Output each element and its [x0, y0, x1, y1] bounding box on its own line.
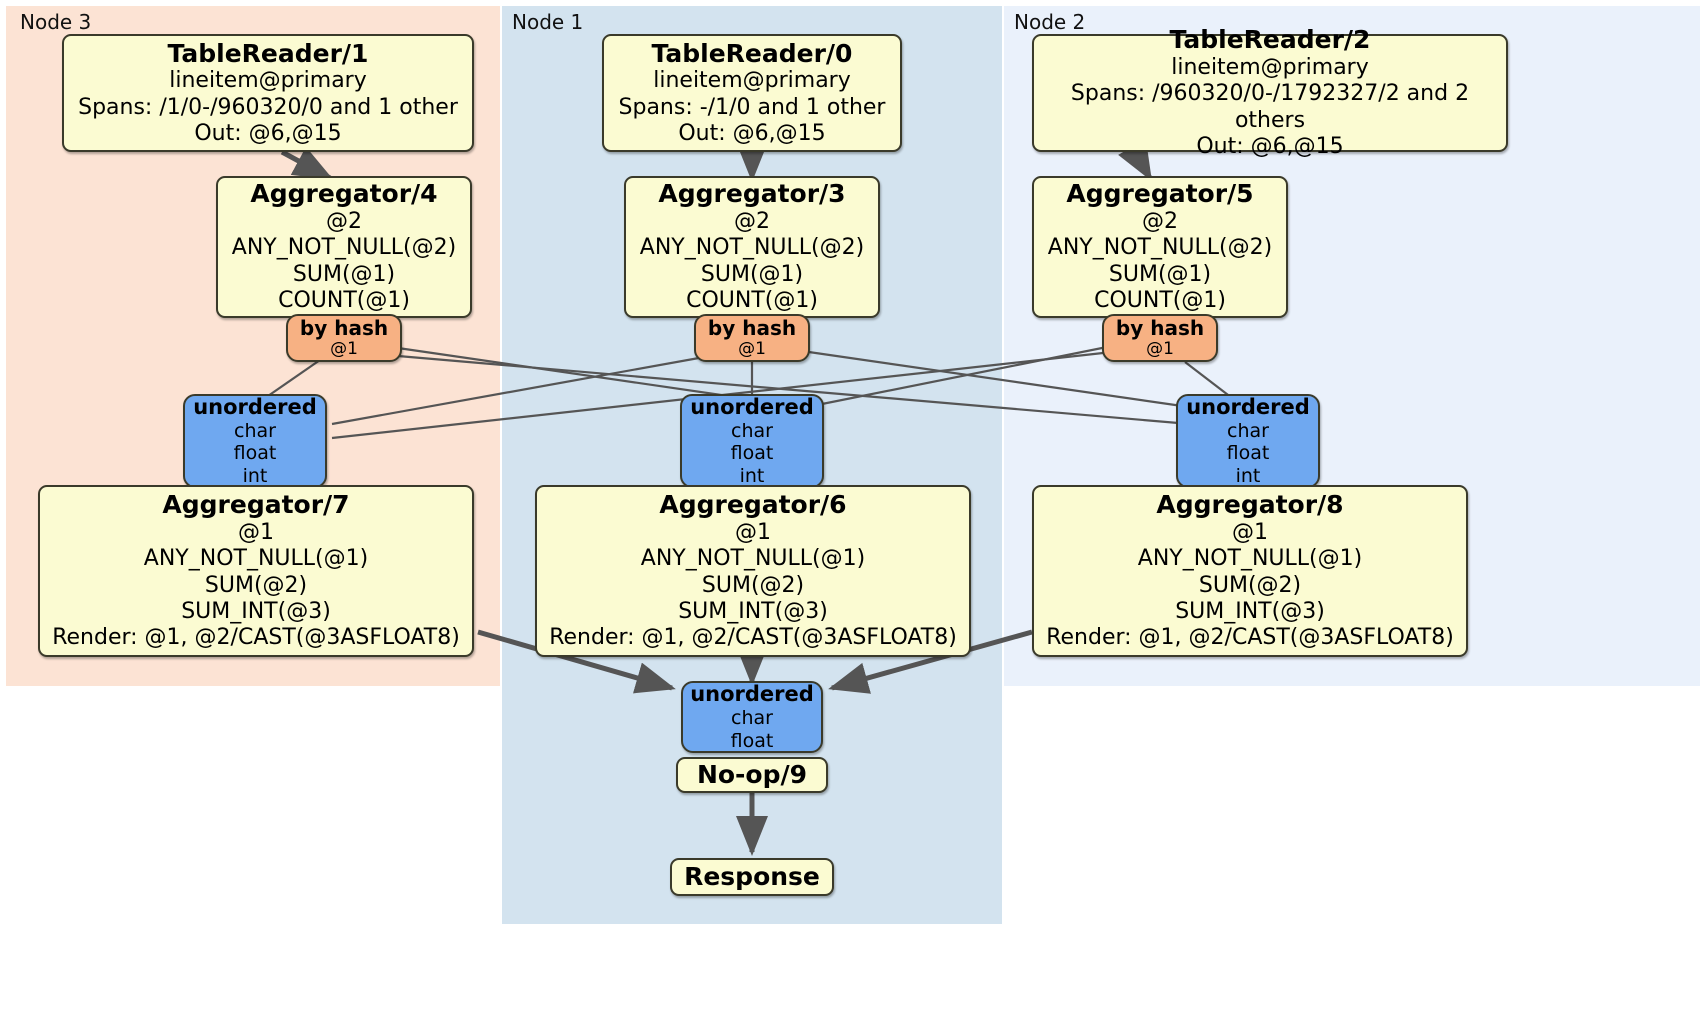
node-title: Aggregator/6 — [659, 490, 847, 520]
node-line: Spans: /1/0-/960320/0 and 1 other — [78, 94, 458, 120]
synchronizer-line: int — [242, 464, 268, 487]
node-no-op-9[interactable]: No-op/9 — [676, 757, 828, 793]
node-aggregator-3[interactable]: Aggregator/3 @2 ANY_NOT_NULL(@2) SUM(@1)… — [624, 176, 880, 318]
synchronizer-line: char — [234, 419, 276, 442]
node-line: lineitem@primary — [1171, 54, 1369, 80]
synchronizer-line: int — [739, 464, 765, 487]
node-line: lineitem@primary — [653, 68, 851, 94]
node-title: TableReader/0 — [651, 38, 853, 68]
node-line: SUM_INT(@3) — [1175, 598, 1325, 624]
node-line: Render: @1, @2/CAST(@3ASFLOAT8) — [52, 625, 460, 651]
cluster-node-1-label: Node 1 — [512, 10, 584, 34]
node-line: ANY_NOT_NULL(@1) — [640, 546, 866, 572]
router-title: by hash — [299, 315, 389, 340]
node-line: ANY_NOT_NULL(@1) — [1137, 546, 1363, 572]
synchronizer-title: unordered — [193, 394, 317, 419]
node-line: ANY_NOT_NULL(@2) — [1047, 235, 1273, 261]
node-line: COUNT(@1) — [1094, 288, 1226, 314]
node-title: TableReader/2 — [1169, 25, 1371, 55]
node-aggregator-7[interactable]: Aggregator/7 @1 ANY_NOT_NULL(@1) SUM(@2)… — [38, 485, 474, 657]
node-tablereader-2[interactable]: TableReader/2 lineitem@primary Spans: /9… — [1032, 25, 1508, 159]
node-line: @2 — [326, 208, 362, 234]
synchronizer-line: float — [233, 442, 277, 465]
node-title: Aggregator/8 — [1156, 490, 1344, 520]
node-line: SUM(@1) — [700, 261, 804, 287]
router-by-hash-left[interactable]: by hash @1 — [286, 314, 402, 362]
node-tablereader-1[interactable]: TableReader/1 lineitem@primary Spans: /1… — [62, 34, 474, 152]
node-line: Out: @6,@15 — [194, 120, 342, 146]
router-line: @1 — [738, 338, 766, 359]
synchronizer-line: float — [730, 729, 774, 752]
node-line: Out: @6,@15 — [678, 120, 826, 146]
synchronizer-line: float — [1226, 442, 1270, 465]
node-line: SUM(@1) — [1108, 261, 1212, 287]
synchronizer-unordered-left[interactable]: unordered char float int — [183, 394, 327, 488]
node-line: lineitem@primary — [169, 68, 367, 94]
node-response[interactable]: Response — [670, 858, 834, 896]
router-by-hash-center[interactable]: by hash @1 — [694, 314, 810, 362]
node-title: TableReader/1 — [167, 38, 369, 68]
node-line: SUM(@1) — [292, 261, 396, 287]
synchronizer-title: unordered — [690, 682, 814, 706]
node-line: SUM_INT(@3) — [181, 598, 331, 624]
synchronizer-title: unordered — [1186, 394, 1310, 419]
node-line: ANY_NOT_NULL(@2) — [231, 235, 457, 261]
synchronizer-unordered-right[interactable]: unordered char float int — [1176, 394, 1320, 488]
cluster-node-3-label: Node 3 — [20, 10, 92, 34]
node-line: @2 — [734, 208, 770, 234]
node-line: ANY_NOT_NULL(@2) — [639, 235, 865, 261]
node-line: Render: @1, @2/CAST(@3ASFLOAT8) — [1046, 625, 1454, 651]
synchronizer-line: char — [1227, 419, 1269, 442]
node-line: @2 — [1142, 208, 1178, 234]
node-aggregator-8[interactable]: Aggregator/8 @1 ANY_NOT_NULL(@1) SUM(@2)… — [1032, 485, 1468, 657]
cluster-node-2-label: Node 2 — [1014, 10, 1086, 34]
synchronizer-line: int — [1235, 464, 1261, 487]
node-line: SUM(@2) — [1198, 572, 1302, 598]
node-line: @1 — [735, 519, 771, 545]
router-line: @1 — [1146, 338, 1174, 359]
node-line: Spans: /960320/0-/1792327/2 and 2 others — [1070, 81, 1470, 133]
node-line: @1 — [1232, 519, 1268, 545]
synchronizer-unordered-final[interactable]: unordered char float — [681, 681, 823, 753]
node-title: Aggregator/4 — [250, 179, 438, 209]
node-line: COUNT(@1) — [278, 288, 410, 314]
node-line: ANY_NOT_NULL(@1) — [143, 546, 369, 572]
router-by-hash-right[interactable]: by hash @1 — [1102, 314, 1218, 362]
node-aggregator-5[interactable]: Aggregator/5 @2 ANY_NOT_NULL(@2) SUM(@1)… — [1032, 176, 1288, 318]
node-title: Aggregator/5 — [1066, 179, 1254, 209]
node-title: Aggregator/3 — [658, 179, 846, 209]
synchronizer-line: char — [731, 707, 773, 730]
synchronizer-line: char — [731, 419, 773, 442]
synchronizer-unordered-center[interactable]: unordered char float int — [680, 394, 824, 488]
node-title: No-op/9 — [696, 760, 808, 790]
node-line: COUNT(@1) — [686, 288, 818, 314]
synchronizer-title: unordered — [690, 394, 814, 419]
node-line: @1 — [238, 519, 274, 545]
node-line: SUM_INT(@3) — [678, 598, 828, 624]
node-line: SUM(@2) — [204, 572, 308, 598]
node-line: Out: @6,@15 — [1196, 134, 1344, 160]
node-title: Aggregator/7 — [162, 490, 350, 520]
router-title: by hash — [707, 315, 797, 340]
node-line: Spans: -/1/0 and 1 other — [618, 94, 886, 120]
synchronizer-line: float — [730, 442, 774, 465]
router-line: @1 — [330, 338, 358, 359]
node-tablereader-0[interactable]: TableReader/0 lineitem@primary Spans: -/… — [602, 34, 902, 152]
node-aggregator-4[interactable]: Aggregator/4 @2 ANY_NOT_NULL(@2) SUM(@1)… — [216, 176, 472, 318]
node-aggregator-6[interactable]: Aggregator/6 @1 ANY_NOT_NULL(@1) SUM(@2)… — [535, 485, 971, 657]
node-title: Response — [684, 862, 820, 892]
router-title: by hash — [1115, 315, 1205, 340]
node-line: SUM(@2) — [701, 572, 805, 598]
node-line: Render: @1, @2/CAST(@3ASFLOAT8) — [549, 625, 957, 651]
